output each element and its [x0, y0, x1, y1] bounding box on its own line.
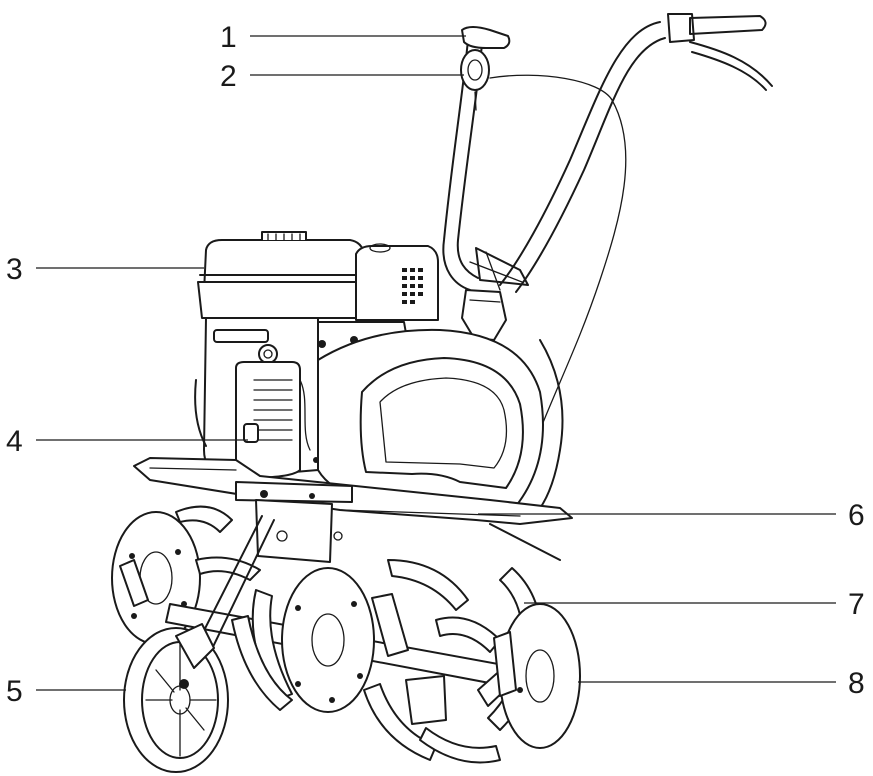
- callout-3: 3: [6, 253, 23, 286]
- center-tines: [231, 559, 469, 761]
- left-grip: [461, 26, 511, 49]
- transport-wheel: [123, 515, 275, 773]
- muffler-vents: [402, 268, 423, 304]
- engine-body: [194, 231, 439, 479]
- side-plate: [493, 603, 581, 749]
- callout-7: 7: [848, 588, 865, 621]
- right-grip: [689, 15, 767, 35]
- callout-6: 6: [848, 499, 865, 532]
- frame: [133, 457, 573, 563]
- shield-cover: [317, 328, 564, 521]
- callout-8: 8: [848, 667, 865, 700]
- callout-5: 5: [6, 675, 23, 708]
- callout-2: 2: [220, 60, 237, 93]
- callout-4: 4: [6, 425, 23, 458]
- callout-1: 1: [220, 21, 237, 54]
- callout-labels: 1 2 3 4 5 6 7 8: [6, 21, 865, 708]
- handlebar-assembly: [442, 13, 773, 431]
- starter-handle: [243, 423, 259, 443]
- leader-lines: [36, 35, 836, 691]
- control-knob: [460, 49, 490, 91]
